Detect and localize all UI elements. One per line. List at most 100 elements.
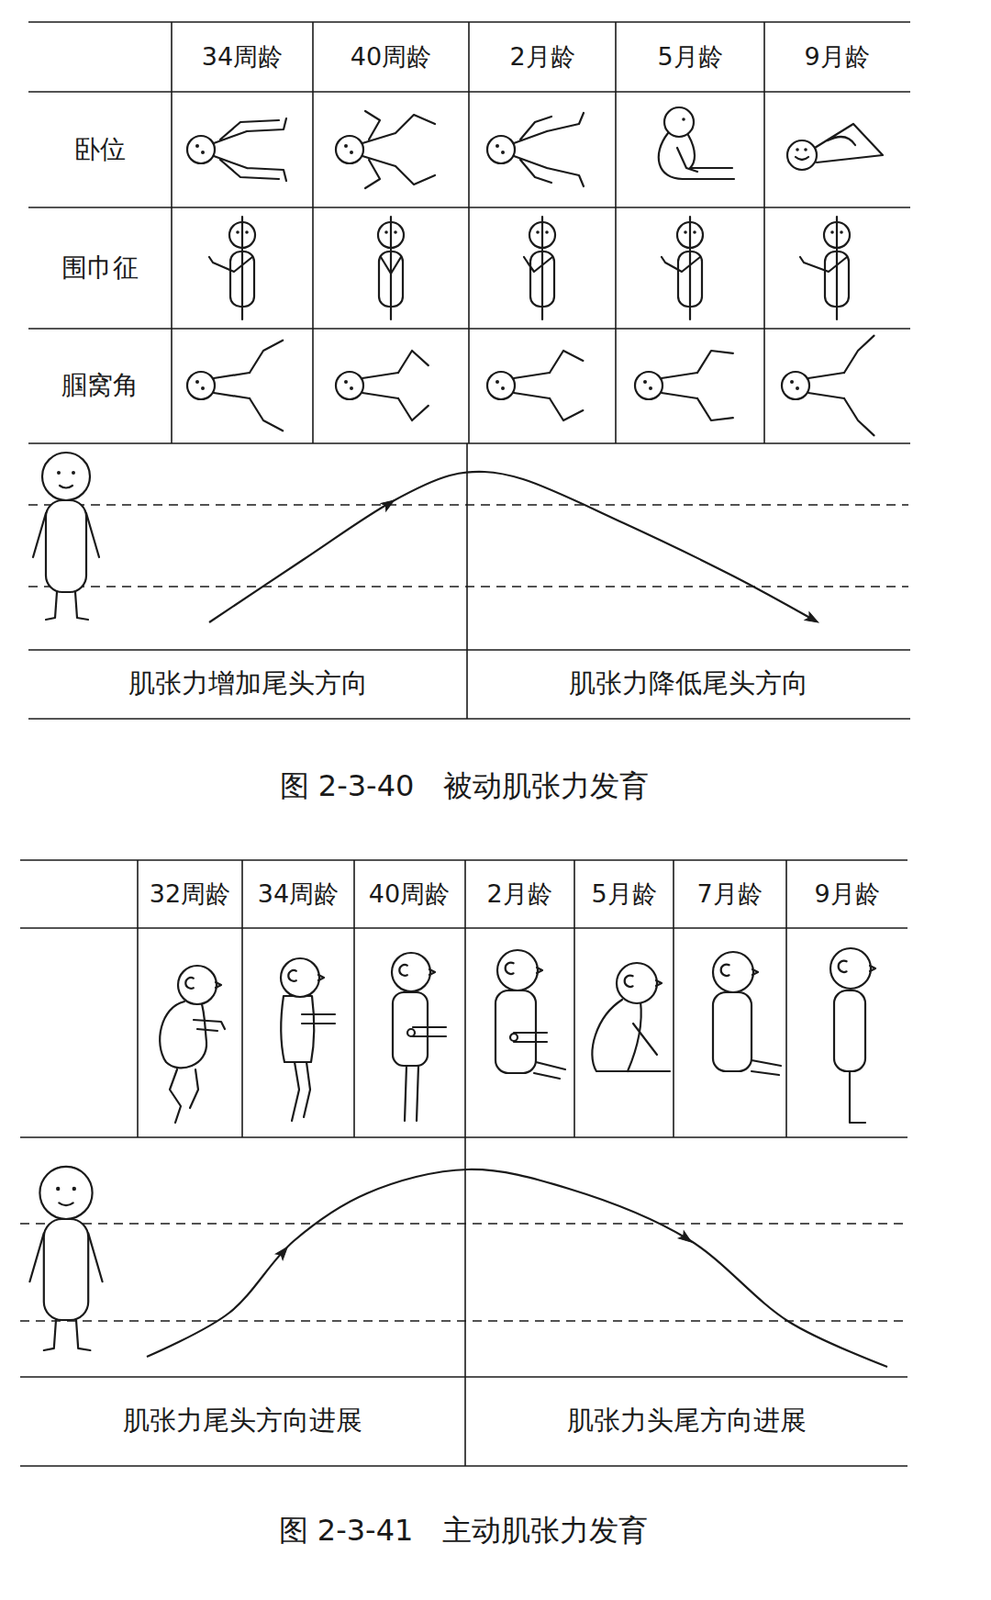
table-rule: [20, 926, 908, 929]
figure-stroke: [404, 1026, 446, 1121]
posture-figure: [591, 962, 670, 1071]
table-rule: [785, 859, 788, 1137]
table-rule: [614, 22, 617, 444]
table-rule: [464, 859, 467, 1137]
figure-stroke: [513, 1032, 566, 1079]
trend-label: 肌张力增加尾头方向: [128, 668, 368, 699]
figure-stroke: [213, 372, 250, 399]
table-rule: [28, 648, 911, 651]
figure-stroke: [844, 335, 875, 373]
supine-figure: [335, 111, 435, 189]
head-circle: [497, 949, 538, 991]
head-circle: [335, 371, 364, 400]
figure-stroke: [658, 133, 735, 179]
arrowhead-shape: [275, 1243, 291, 1259]
table-rule: [672, 859, 675, 1137]
figure-stroke: [169, 1019, 225, 1123]
column-header: 2月龄: [509, 42, 575, 71]
scarf-sign-figure: [800, 216, 850, 320]
figure-stroke: [844, 398, 875, 435]
figure-stroke: [697, 350, 734, 373]
body-outline: [591, 999, 663, 1071]
figure-stroke: [249, 340, 283, 373]
figure-stroke: [751, 1059, 781, 1075]
figure-caption: 图 2-3-40 被动肌张力发育: [279, 768, 650, 803]
head-circle: [664, 107, 694, 137]
ear-mark: [721, 964, 730, 976]
ear-mark: [505, 962, 514, 974]
arrowhead-shape: [678, 1230, 694, 1246]
body-outline: [392, 991, 428, 1066]
eye-dot: [795, 147, 800, 152]
arrowhead: [678, 1230, 694, 1246]
body-outline: [45, 500, 87, 592]
eye-dot: [501, 150, 505, 155]
dashed-guide: [28, 585, 909, 588]
head-circle: [391, 952, 431, 991]
table-rule: [311, 22, 314, 444]
column-header: 9月龄: [813, 879, 880, 908]
eye-dot: [195, 379, 200, 384]
eye-dot: [501, 386, 505, 390]
ear-mark: [624, 975, 634, 987]
eye-dot: [200, 386, 205, 390]
head-circle: [42, 452, 90, 501]
eye-dot: [393, 230, 398, 234]
posture-figure: [159, 965, 225, 1123]
ear-mark: [399, 964, 408, 976]
head-circle: [487, 135, 515, 164]
table-rule: [20, 1375, 908, 1378]
arrowhead-shape: [380, 496, 397, 512]
eye-dot: [344, 144, 348, 148]
head-circle: [634, 371, 663, 400]
eye-dot: [72, 1186, 77, 1191]
midline: [689, 216, 691, 320]
column-header: 5月龄: [590, 879, 657, 908]
head-circle: [187, 135, 215, 164]
column-header: 9月龄: [803, 42, 869, 71]
supine-figure: [487, 112, 584, 187]
table-rule: [464, 1136, 467, 1466]
row-label: 腘窝角: [61, 370, 139, 401]
eye-dot: [803, 147, 808, 152]
posture-figure: [830, 947, 876, 1123]
head-circle: [787, 140, 817, 170]
head-circle: [510, 1033, 518, 1041]
figure-stroke: [697, 398, 734, 421]
midline: [389, 216, 392, 320]
figure-stroke: [549, 350, 583, 373]
person-icon: [29, 1166, 102, 1350]
figure-stroke: [849, 1070, 866, 1123]
figure-caption: 图 2-3-41 主动肌张力发育: [278, 1513, 649, 1548]
eye-dot: [545, 230, 549, 234]
ear-mark: [288, 969, 297, 981]
column-header: 34周龄: [257, 879, 339, 908]
figure-stroke: [209, 256, 253, 272]
figure-stroke: [795, 156, 809, 160]
body-outline: [834, 990, 866, 1071]
midline: [541, 216, 544, 320]
eye-dot: [55, 1186, 60, 1191]
eye-dot: [344, 379, 348, 384]
arrowhead-shape: [804, 612, 821, 627]
table-rule: [573, 859, 576, 1137]
nose-mark: [752, 968, 758, 975]
table-rule: [467, 22, 470, 444]
posture-figure: [712, 951, 781, 1075]
arrowhead: [380, 496, 397, 512]
eye-dot: [235, 230, 240, 234]
eye-dot: [384, 230, 389, 234]
ear-mark: [185, 977, 194, 989]
nose-mark: [656, 979, 662, 986]
eye-dot: [648, 386, 653, 390]
row-label: 卧位: [74, 134, 126, 165]
person-icon: [33, 452, 100, 620]
body-outline: [712, 991, 752, 1071]
head-circle: [178, 965, 217, 1004]
table-rule: [28, 717, 911, 720]
figure-stroke: [249, 398, 283, 431]
column-header: 2月龄: [486, 879, 552, 908]
posture-figure: [280, 957, 335, 1121]
arrowhead: [804, 612, 821, 627]
